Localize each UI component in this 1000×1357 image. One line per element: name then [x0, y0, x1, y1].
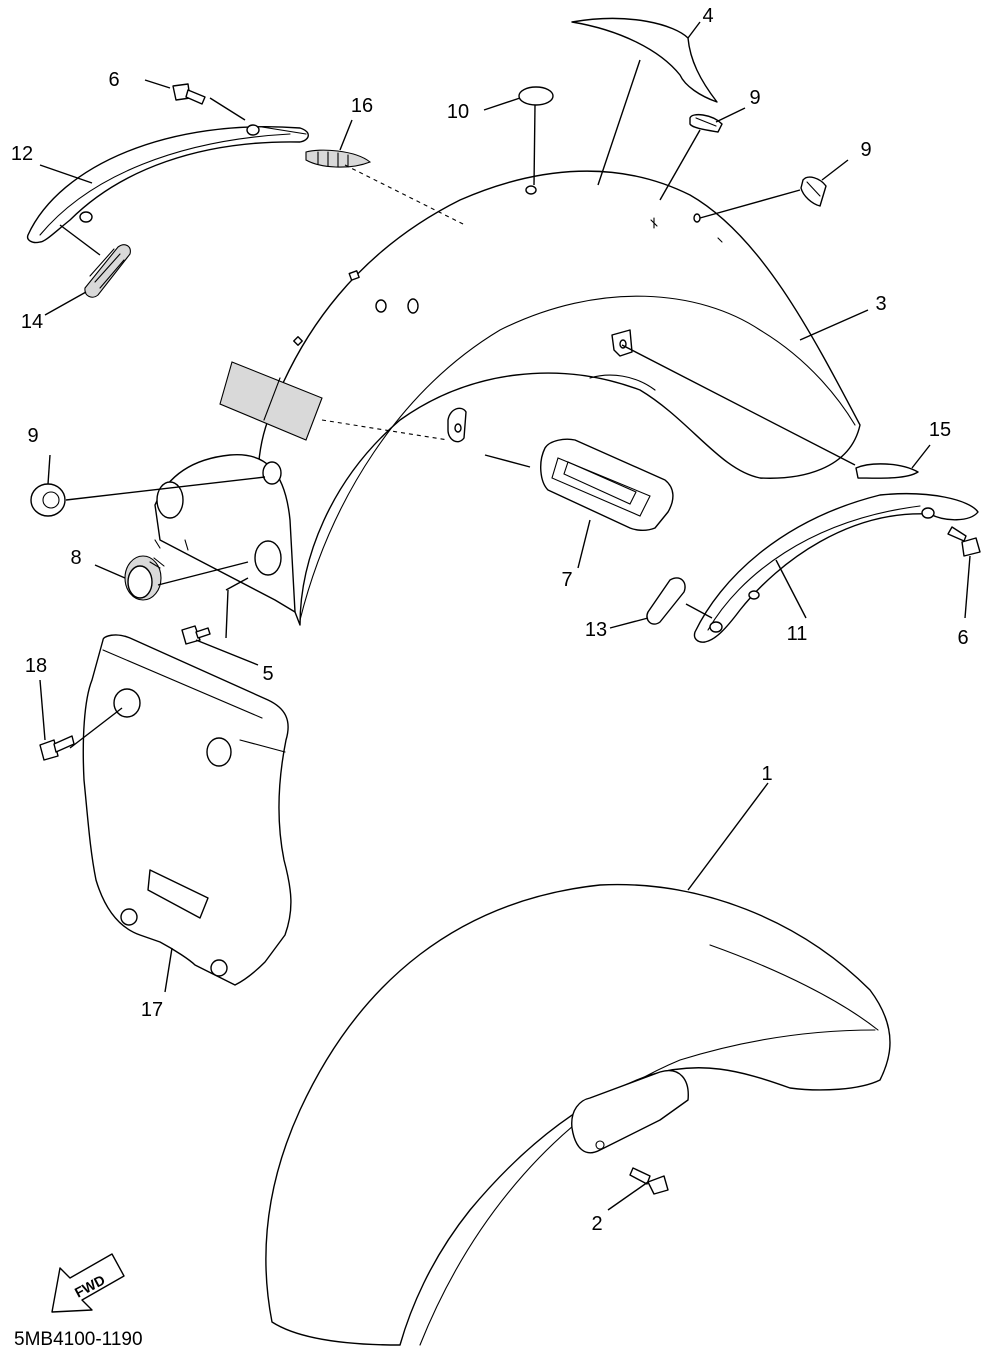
bolt-right — [947, 526, 981, 557]
callout-6-right: 6 — [957, 627, 968, 649]
callout-18: 18 — [25, 655, 47, 677]
callout-labels: 1 2 3 4 5 6 6 7 8 9 9 9 10 11 12 13 14 1… — [11, 5, 969, 1235]
callout-17: 17 — [141, 999, 163, 1021]
callout-5: 5 — [262, 663, 273, 685]
assembly-lines — [321, 164, 466, 441]
right-fender-rail — [693, 492, 979, 643]
callout-14: 14 — [21, 311, 43, 333]
rear-fender — [154, 170, 861, 626]
rubber-pad-top — [305, 149, 372, 168]
callout-6-top: 6 — [108, 69, 119, 91]
leader-lines — [39, 21, 971, 1211]
bolt-2 — [629, 1167, 669, 1195]
grommet-large — [124, 555, 165, 601]
callout-4: 4 — [702, 5, 713, 27]
callout-2: 2 — [591, 1213, 602, 1235]
callout-10: 10 — [447, 101, 469, 123]
bracket-plate — [82, 634, 292, 986]
grommet-top — [689, 113, 723, 133]
callout-9-top: 9 — [749, 87, 760, 109]
callout-11: 11 — [787, 623, 808, 645]
rubber-pad-small — [646, 577, 686, 625]
bolt-18 — [39, 735, 75, 761]
grommet-right — [800, 176, 827, 207]
rubber-pad-right — [855, 463, 919, 479]
callout-16: 16 — [351, 95, 373, 117]
forward-direction-arrow: FWD — [51, 1253, 125, 1313]
callout-12: 12 — [11, 143, 33, 165]
callout-3: 3 — [875, 293, 886, 315]
grommet-left — [30, 483, 66, 517]
reflector — [540, 438, 674, 531]
callout-1: 1 — [761, 763, 772, 785]
drawing-code: 5MB4100-1190 — [14, 1329, 143, 1350]
callout-8: 8 — [70, 547, 81, 569]
callout-9-left: 9 — [27, 425, 38, 447]
bolt-5 — [181, 625, 211, 645]
fender-trim-piece — [571, 17, 718, 103]
bolt-top-left — [172, 83, 206, 105]
front-fender — [265, 883, 891, 1346]
emblem-disk — [518, 86, 554, 106]
rubber-pad-left — [84, 244, 131, 298]
callout-15: 15 — [929, 419, 951, 441]
callout-7: 7 — [561, 569, 572, 591]
left-fender-rail — [26, 124, 309, 244]
callout-13: 13 — [585, 619, 607, 641]
callout-9-right: 9 — [860, 139, 871, 161]
